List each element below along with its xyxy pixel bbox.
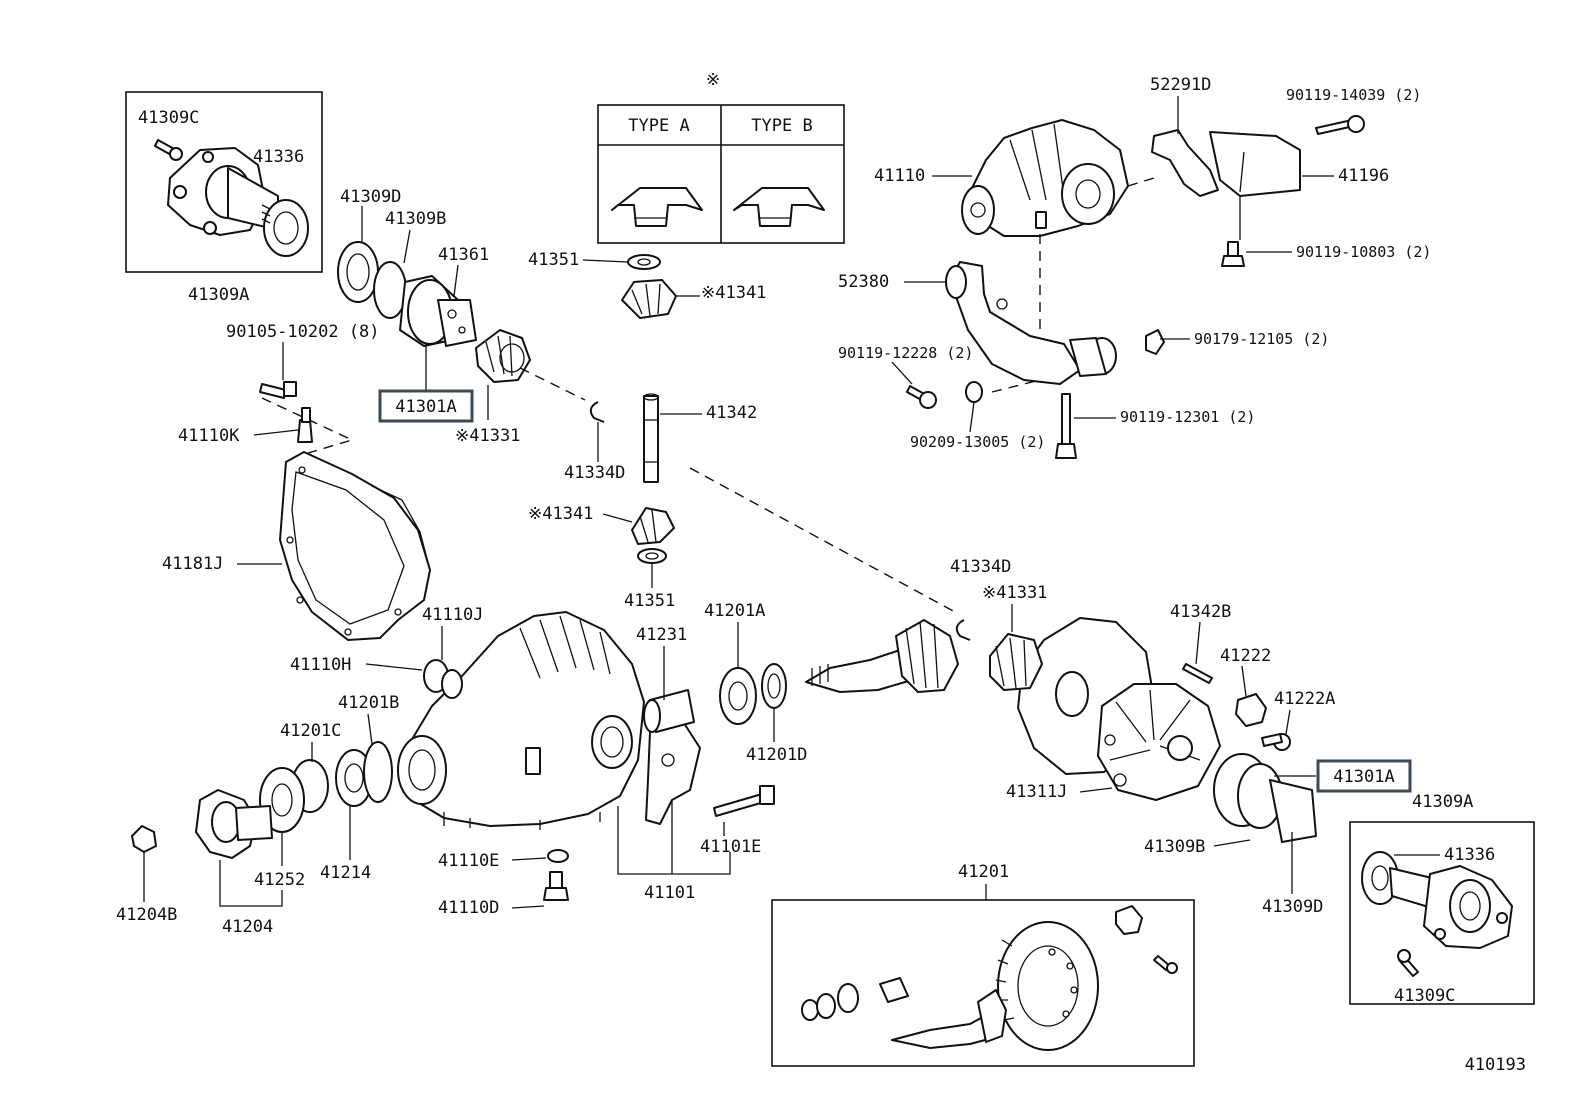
- label-41309c-right: 41309C: [1394, 986, 1455, 1006]
- label-41309a-right: 41309A: [1412, 792, 1473, 812]
- label-41341-top: ※41341: [701, 283, 766, 303]
- label-90209-13005: 90209-13005 (2): [910, 433, 1045, 451]
- label-41110h: 41110H: [290, 655, 351, 675]
- type-b-label: TYPE B: [751, 116, 812, 136]
- label-41101: 41101: [644, 883, 695, 903]
- label-41231: 41231: [636, 625, 687, 645]
- pinion-bearing-group: [543, 619, 959, 901]
- label-41101e: 41101E: [700, 837, 761, 857]
- spider-gear-stack: [589, 254, 677, 564]
- differential-carrier-main: [397, 611, 701, 830]
- label-41110k: 41110K: [178, 426, 240, 446]
- callout-41301a-left: 41301A: [378, 389, 474, 423]
- companion-flange-group: [131, 659, 463, 859]
- label-41301a-left: 41301A: [395, 397, 456, 417]
- callout-41301a-right: 41301A: [1274, 759, 1412, 793]
- label-41309b-right: 41309B: [1144, 837, 1205, 857]
- axle-shaft-kit-box-left: [125, 91, 323, 273]
- label-41331-right: ※41331: [982, 583, 1047, 603]
- label-41309d-right: 41309D: [1262, 897, 1323, 917]
- label-41196: 41196: [1338, 166, 1389, 186]
- label-52380: 52380: [838, 272, 889, 292]
- label-90179-12105: 90179-12105 (2): [1194, 330, 1329, 348]
- label-41301a-right: 41301A: [1333, 767, 1394, 787]
- label-41201b: 41201B: [338, 693, 399, 713]
- label-41309d-top: 41309D: [340, 187, 401, 207]
- mount-bracket-52291d: [1151, 115, 1365, 267]
- label-41342b: 41342B: [1170, 602, 1231, 622]
- label-90119-12228: 90119-12228 (2): [838, 344, 973, 362]
- label-41334d-left: 41334D: [564, 463, 625, 483]
- label-41309b-top: 41309B: [385, 209, 446, 229]
- label-41341-mid: ※41341: [528, 504, 593, 524]
- label-41204b: 41204B: [116, 905, 177, 925]
- label-41110e: 41110E: [438, 851, 499, 871]
- label-41309c-top-left: 41309C: [138, 108, 199, 128]
- label-41334d-right: 41334D: [950, 557, 1011, 577]
- ring-pinion-kit-box: [771, 899, 1195, 1067]
- label-41222a: 41222A: [1274, 689, 1335, 709]
- label-41110j: 41110J: [422, 605, 483, 625]
- label-90105: 90105-10202 (8): [226, 322, 380, 342]
- label-41311j: 41311J: [1006, 782, 1067, 802]
- label-41110d: 41110D: [438, 898, 499, 918]
- label-90119-12301: 90119-12301 (2): [1120, 408, 1255, 426]
- label-41201: 41201: [958, 862, 1009, 882]
- label-41342: 41342: [706, 403, 757, 423]
- label-90119-10803: 90119-10803 (2): [1296, 243, 1431, 261]
- label-41204: 41204: [222, 917, 273, 937]
- differential-cover: [279, 451, 431, 641]
- mount-bracket-52380: [906, 261, 1165, 459]
- type-marker: ※: [706, 70, 720, 90]
- label-41201a: 41201A: [704, 601, 765, 621]
- label-41110: 41110: [874, 166, 925, 186]
- label-41214: 41214: [320, 863, 371, 883]
- label-41252: 41252: [254, 870, 305, 890]
- label-41351-mid: 41351: [624, 591, 675, 611]
- breather-bolt: [259, 381, 313, 443]
- label-41222: 41222: [1220, 646, 1271, 666]
- label-41336-top-left: 41336: [253, 147, 304, 167]
- label-41201c: 41201C: [280, 721, 341, 741]
- label-41361: 41361: [438, 245, 489, 265]
- label-41309a-top-left: 41309A: [188, 285, 249, 305]
- left-bearing-group: [337, 241, 531, 383]
- differential-carrier-assembly-top: [961, 119, 1129, 237]
- type-a-label: TYPE A: [628, 116, 689, 136]
- ring-gear-and-case: [955, 617, 1317, 843]
- label-41201d: 41201D: [746, 745, 807, 765]
- label-90119-14039: 90119-14039 (2): [1286, 86, 1421, 104]
- axle-shaft-kit-box-right: [1349, 821, 1535, 1005]
- label-41351-top: 41351: [528, 250, 579, 270]
- label-52291d: 52291D: [1150, 75, 1211, 95]
- label-41181j: 41181J: [162, 554, 223, 574]
- type-selection-box: [597, 104, 845, 244]
- diagram-id: 410193: [1465, 1055, 1526, 1075]
- label-41336-right: 41336: [1444, 845, 1495, 865]
- label-41331-left: ※41331: [455, 426, 520, 446]
